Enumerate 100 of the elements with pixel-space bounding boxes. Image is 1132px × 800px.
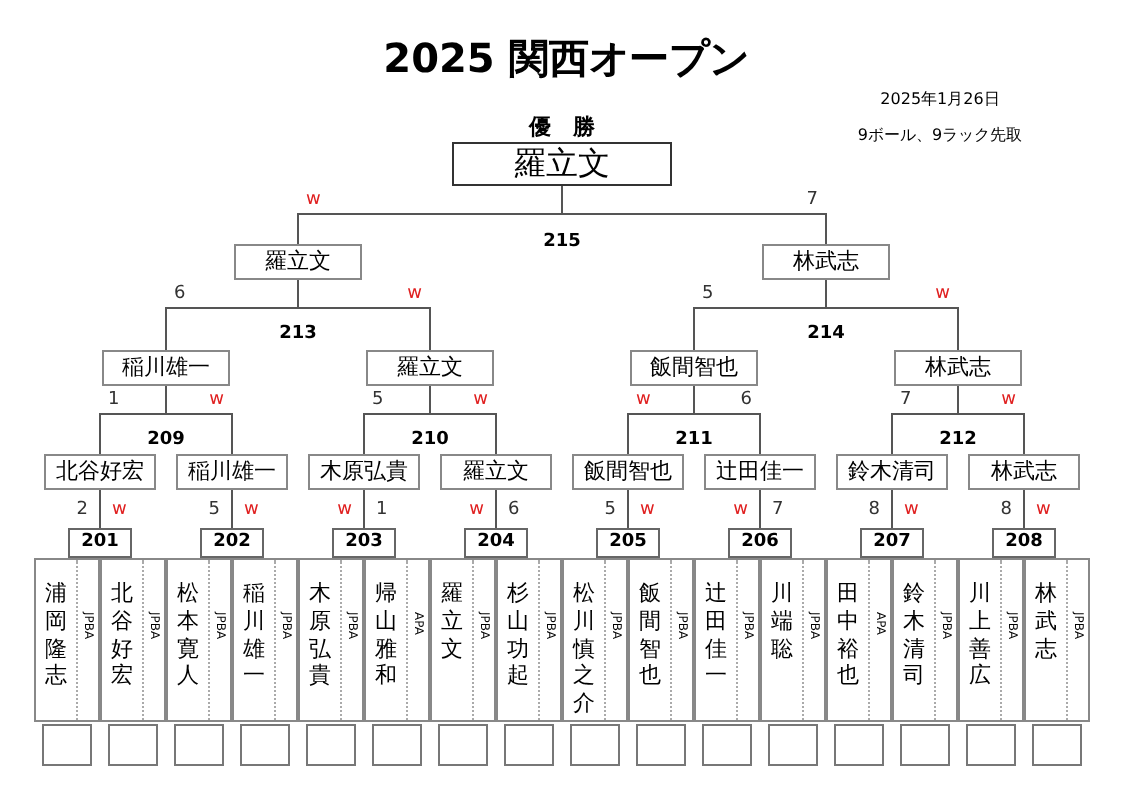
player-name: 浦岡隆志 [45,580,67,693]
player-name: 北谷好宏 [111,580,133,693]
match-number: 215 [543,230,581,256]
match-number-box: 204 [464,528,528,558]
match-number-box: 206 [728,528,792,558]
match-number: 213 [279,322,317,348]
match-number-box: 208 [992,528,1056,558]
bracket-line [1023,489,1025,529]
match-number: 210 [411,428,449,454]
winner-box: 稲川雄一 [102,350,230,386]
bracket-line [297,279,431,351]
empty-box [306,724,356,766]
empty-box [966,724,1016,766]
score-label: 6 [740,390,752,410]
match-number-box: 207 [860,528,924,558]
bracket-line [231,489,233,529]
bracket-line [957,385,1025,455]
player-name: 稲川雄一 [243,580,265,693]
player-name: 松川慎之介 [573,580,595,720]
score-label: 7 [806,190,818,210]
score-label: w [640,500,655,520]
match-number: 214 [807,322,845,348]
winner-box: 飯間智也 [630,350,758,386]
match-number: 211 [675,428,713,454]
bracket-line [99,489,101,529]
player-name: 川端聡 [771,580,793,665]
score-label: 6 [508,500,520,520]
player-column [496,558,562,722]
score-label: w [1001,390,1016,410]
match-number-box: 203 [332,528,396,558]
score-label: 8 [868,500,880,520]
score-label: w [473,390,488,410]
player-column [1024,558,1090,722]
title: 2025 関西オープン [383,32,749,86]
player-column [628,558,694,722]
score-label: w [733,500,748,520]
score-label: w [306,190,321,210]
bracket-line [693,385,761,455]
player-name: 田中裕也 [837,580,859,693]
player-name: 羅立文 [441,580,463,665]
empty-box [504,724,554,766]
player-column [562,558,628,722]
player-name: 林武志 [1035,580,1057,665]
player-column [34,558,100,722]
winner-box: 稲川雄一 [176,454,288,490]
match-number-box: 205 [596,528,660,558]
player-column [892,558,958,722]
player-column [166,558,232,722]
winner-box: 羅立文 [366,350,494,386]
player-name: 川上善広 [969,580,991,693]
player-column [760,558,826,722]
player-name: 木原弘貴 [309,580,331,693]
bracket-line [363,489,365,529]
winner-box: 林武志 [762,244,890,280]
match-number: 212 [939,428,977,454]
champion-box: 羅立文 [452,142,672,186]
note-text: 2025年1月26日 [880,88,1000,112]
winner-box: 林武志 [894,350,1022,386]
player-name: 帰山雅和 [375,580,397,693]
score-label: w [636,390,651,410]
player-column [430,558,496,722]
player-name: 鈴木清司 [903,580,925,693]
player-column [694,558,760,722]
winner-box: 北谷好宏 [44,454,156,490]
bracket-line [495,489,497,529]
score-label: 1 [376,500,388,520]
player-column [364,558,430,722]
empty-box [1032,724,1082,766]
player-name: 杉山功起 [507,580,529,693]
score-label: w [112,500,127,520]
score-label: w [904,500,919,520]
score-label: 2 [76,500,88,520]
score-label: 7 [772,500,784,520]
bracket-line [891,489,893,529]
player-column [298,558,364,722]
empty-box [900,724,950,766]
bracket-line [627,489,629,529]
bracket-line [561,185,827,245]
player-name: 松本寛人 [177,580,199,693]
score-label: 1 [108,390,120,410]
winner-box: 飯間智也 [572,454,684,490]
player-name: 飯間智也 [639,580,661,693]
empty-box [636,724,686,766]
bracket-line [165,385,233,455]
score-label: w [244,500,259,520]
match-number: 209 [147,428,185,454]
player-column [232,558,298,722]
empty-box [570,724,620,766]
score-label: 5 [702,284,714,304]
empty-box [702,724,752,766]
score-label: 8 [1000,500,1012,520]
score-label: w [407,284,422,304]
bracket-line [759,489,761,529]
player-column [826,558,892,722]
empty-box [834,724,884,766]
empty-box [174,724,224,766]
note-text: 9ボール、9ラック先取 [857,124,1023,148]
champion-heading: 優 勝 [529,112,595,142]
empty-box [42,724,92,766]
winner-box: 鈴木清司 [836,454,948,490]
